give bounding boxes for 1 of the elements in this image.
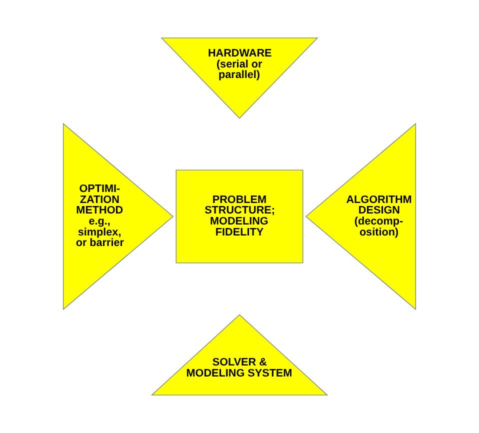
node-box: PROBLEM STRUCTURE; MODELING FIDELITY — [176, 170, 304, 264]
